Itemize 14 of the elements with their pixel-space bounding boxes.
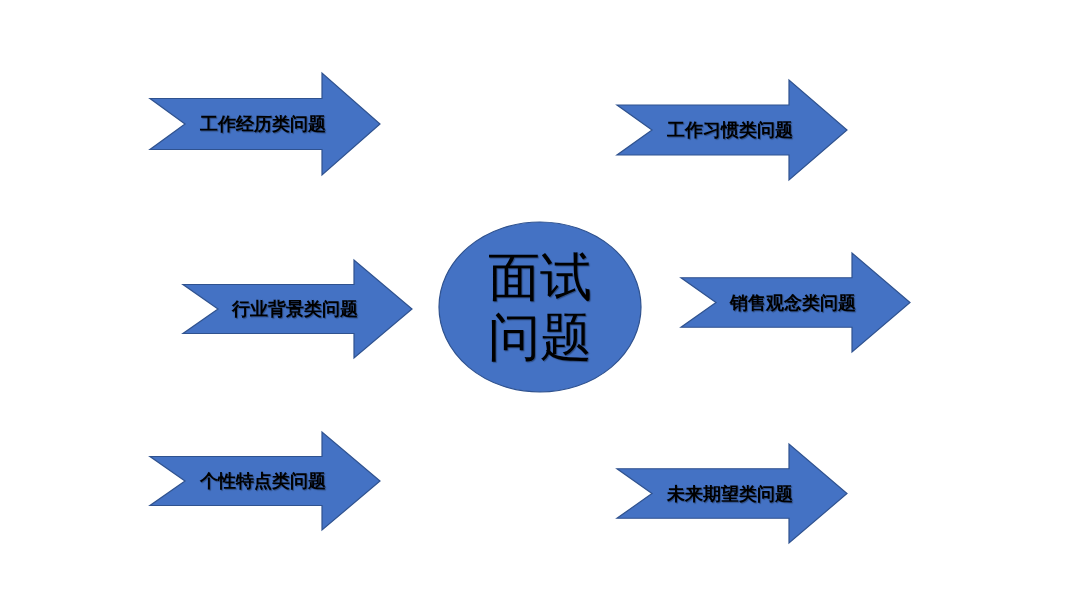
center-label: 面试问题: [487, 247, 593, 367]
block-arrow: [617, 444, 847, 543]
arrow-label: 工作经历类问题: [198, 112, 327, 136]
block-arrow: [183, 260, 412, 358]
arrow-label: 个性特点类问题: [198, 469, 327, 493]
block-arrow: [150, 432, 380, 530]
block-arrow: [617, 80, 847, 180]
arrow-label: 未来期望类问题: [665, 481, 794, 506]
block-arrow: [150, 73, 380, 175]
block-arrow: [681, 253, 910, 352]
arrow-label: 销售观念类问题: [728, 290, 857, 315]
arrow-label: 行业背景类问题: [230, 297, 359, 321]
center-ellipse: [438, 221, 642, 393]
arrow-label: 工作习惯类问题: [665, 118, 794, 142]
